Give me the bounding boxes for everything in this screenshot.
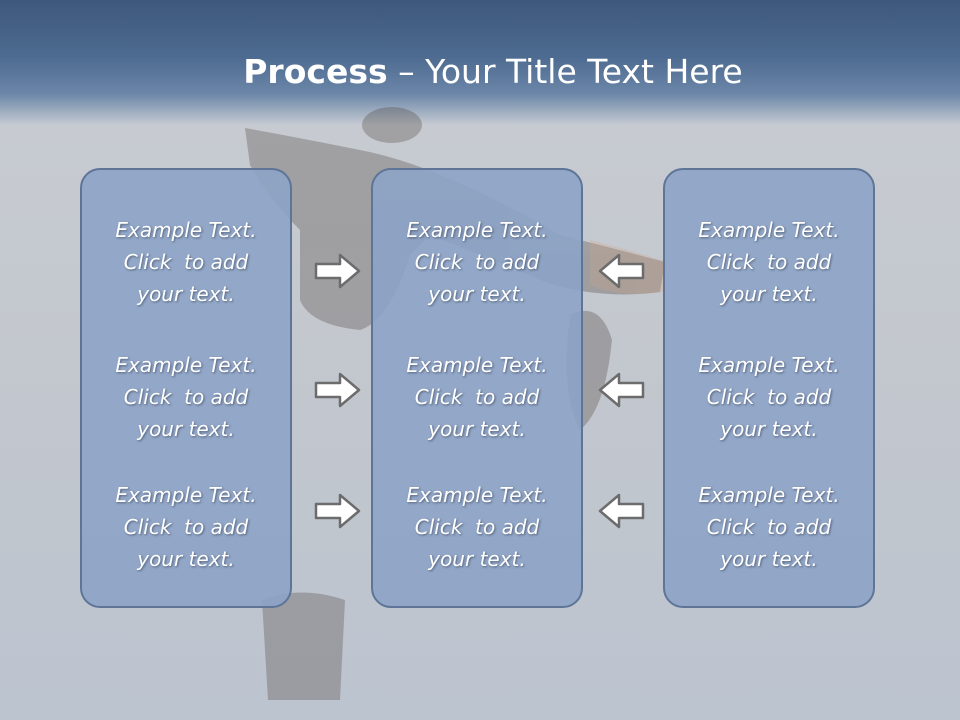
- left-arrow-icon: [598, 253, 645, 289]
- text-line: Example Text.: [406, 218, 548, 242]
- right-arrow-icon: [314, 493, 361, 529]
- panel-left[interactable]: Example Text. Click to add your text. Ex…: [80, 168, 292, 608]
- left-arrow-icon: [598, 493, 645, 529]
- left-arrow-icon: [598, 372, 645, 408]
- right-arrow-icon: [314, 253, 361, 289]
- header-band: [0, 0, 960, 125]
- text-group[interactable]: Example Text. Click to add your text.: [665, 349, 873, 445]
- text-line: your text.: [720, 282, 818, 306]
- text-line: Click to add: [414, 250, 540, 274]
- text-line: Example Text.: [698, 353, 840, 377]
- text-line: Example Text.: [406, 483, 548, 507]
- panel-center[interactable]: Example Text. Click to add your text. Ex…: [371, 168, 583, 608]
- text-line: your text.: [428, 417, 526, 441]
- text-group[interactable]: Example Text. Click to add your text.: [82, 214, 290, 310]
- text-group[interactable]: Example Text. Click to add your text.: [373, 214, 581, 310]
- text-group[interactable]: Example Text. Click to add your text.: [665, 214, 873, 310]
- text-line: Example Text.: [698, 483, 840, 507]
- text-line: your text.: [428, 282, 526, 306]
- text-line: Click to add: [123, 250, 249, 274]
- text-line: Example Text.: [115, 353, 257, 377]
- text-line: Click to add: [706, 385, 832, 409]
- text-line: Example Text.: [698, 218, 840, 242]
- panel-right[interactable]: Example Text. Click to add your text. Ex…: [663, 168, 875, 608]
- text-line: Example Text.: [115, 218, 257, 242]
- text-line: your text.: [137, 417, 235, 441]
- text-line: Click to add: [414, 385, 540, 409]
- text-line: Click to add: [123, 515, 249, 539]
- text-group[interactable]: Example Text. Click to add your text.: [373, 349, 581, 445]
- text-group[interactable]: Example Text. Click to add your text.: [373, 479, 581, 575]
- text-line: your text.: [720, 547, 818, 571]
- text-line: your text.: [428, 547, 526, 571]
- text-group[interactable]: Example Text. Click to add your text.: [82, 479, 290, 575]
- text-line: Click to add: [123, 385, 249, 409]
- text-line: Click to add: [706, 515, 832, 539]
- right-arrow-icon: [314, 372, 361, 408]
- slide-title: Process – Your Title Text Here: [0, 52, 960, 91]
- text-line: Click to add: [706, 250, 832, 274]
- text-line: your text.: [720, 417, 818, 441]
- text-line: Example Text.: [115, 483, 257, 507]
- text-line: your text.: [137, 547, 235, 571]
- text-group[interactable]: Example Text. Click to add your text.: [665, 479, 873, 575]
- title-rest: – Your Title Text Here: [387, 52, 743, 91]
- text-line: Example Text.: [406, 353, 548, 377]
- text-group[interactable]: Example Text. Click to add your text.: [82, 349, 290, 445]
- text-line: your text.: [137, 282, 235, 306]
- title-bold: Process: [243, 52, 388, 91]
- text-line: Click to add: [414, 515, 540, 539]
